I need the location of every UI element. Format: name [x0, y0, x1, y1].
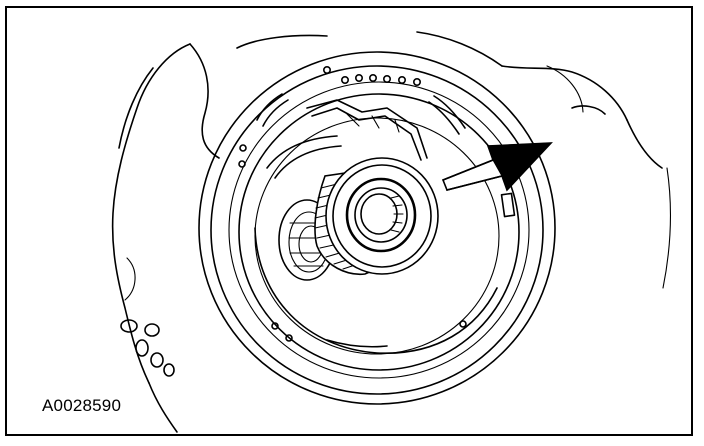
housing-rings [198, 51, 556, 405]
figure-id-label: A0028590 [42, 396, 122, 415]
ring-bolt-holes [238, 65, 467, 342]
bearing-installation-illustration [111, 31, 672, 433]
case-bolt-holes [120, 319, 175, 377]
transmission-case-outline [111, 31, 672, 433]
ring-slots [256, 93, 516, 348]
figure-frame: A0028590 [5, 6, 693, 436]
bearing-assembly [314, 157, 439, 275]
arrow-icon [441, 142, 553, 192]
